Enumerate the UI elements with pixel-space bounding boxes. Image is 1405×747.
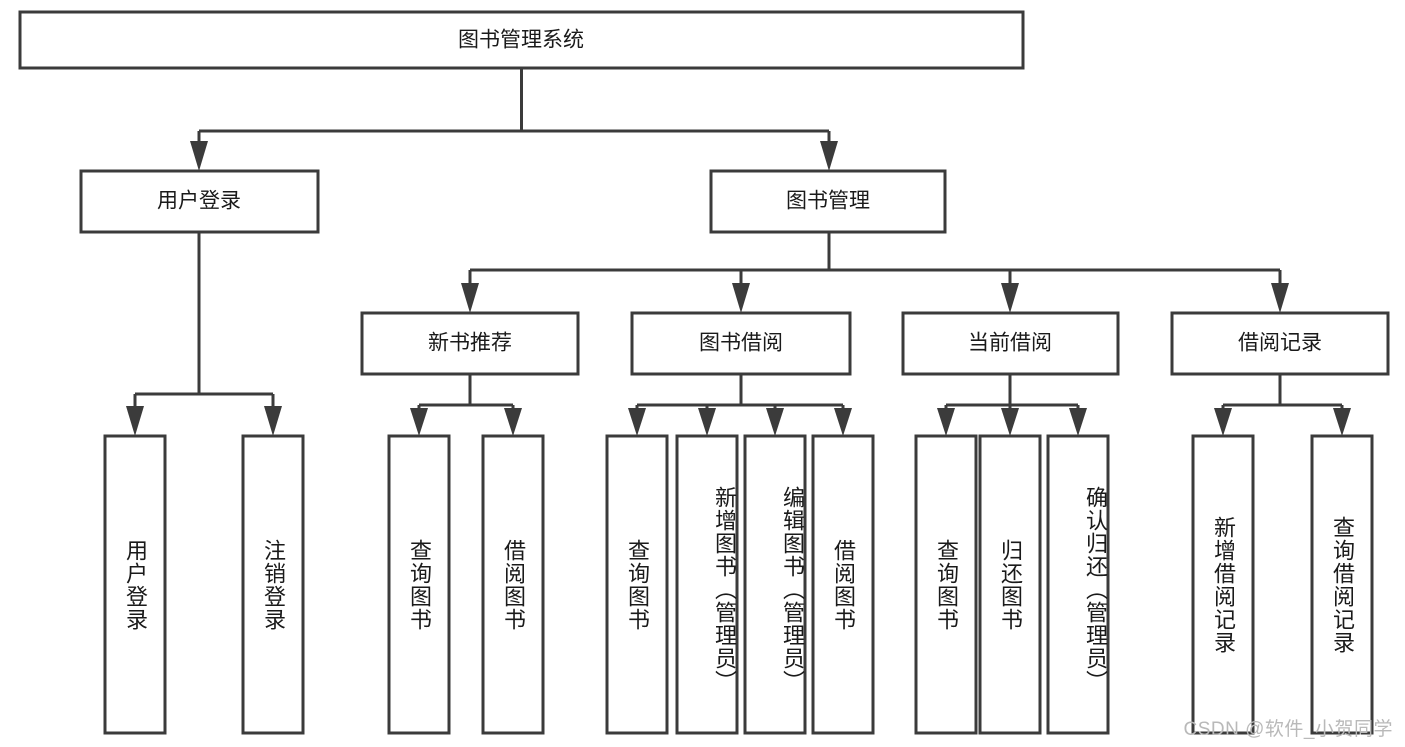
leaf-box-user-login-2[interactable]	[241, 434, 305, 735]
node-book-borrow-label: 图书借阅	[699, 332, 783, 355]
arrowhead-recommend-leaf-1	[410, 408, 428, 436]
leaf-box-borrow-1[interactable]	[605, 434, 669, 735]
arrowhead-borrow-leaf-1	[628, 408, 646, 436]
connector-layer	[126, 68, 1351, 436]
horizontal-label-layer: 图书管理系统 用户登录 图书管理 新书推荐 图书借阅 当前借阅 借阅记录	[157, 29, 1322, 355]
node-book-manage-box[interactable]	[709, 169, 947, 234]
node-current-borrow-label: 当前借阅	[968, 332, 1052, 355]
arrowhead-borrow-leaf-4	[834, 408, 852, 436]
leaf-box-current-1[interactable]	[914, 434, 978, 735]
csdn-watermark: CSDN @软件_小贺同学	[1183, 719, 1393, 740]
arrowhead-book-manage	[820, 141, 838, 171]
arrowhead-current-borrow	[1001, 283, 1019, 313]
leaf-box-borrow-3[interactable]	[743, 434, 807, 735]
leaf-box-current-3[interactable]	[1046, 434, 1110, 735]
node-borrow-record-box[interactable]	[1170, 311, 1390, 376]
node-current-borrow-box[interactable]	[901, 311, 1120, 376]
arrowhead-new-book-recommend	[461, 283, 479, 313]
node-book-manage-label: 图书管理	[786, 190, 870, 213]
leaf-box-recommend-1[interactable]	[387, 434, 451, 735]
node-root-box[interactable]	[18, 10, 1025, 70]
node-root-label: 图书管理系统	[458, 29, 584, 52]
arrowhead-current-leaf-1	[937, 408, 955, 436]
arrowhead-current-leaf-2	[1001, 408, 1019, 436]
node-book-borrow-box[interactable]	[630, 311, 852, 376]
arrowhead-recommend-leaf-2	[504, 408, 522, 436]
node-user-login-box[interactable]	[79, 169, 320, 234]
arrowhead-borrow-record	[1271, 283, 1289, 313]
arrowhead-leaf-user-login	[126, 406, 144, 436]
arrowhead-borrow-leaf-3	[766, 408, 784, 436]
node-box-layer	[18, 10, 1390, 735]
arrowhead-borrow-leaf-2	[698, 408, 716, 436]
arrowhead-record-leaf-1	[1214, 408, 1232, 436]
arrowhead-current-leaf-3	[1069, 408, 1087, 436]
arrowhead-book-borrow	[732, 283, 750, 313]
leaf-box-record-1[interactable]	[1191, 434, 1255, 735]
arrowhead-leaf-logout	[264, 406, 282, 436]
leaf-box-recommend-2[interactable]	[481, 434, 545, 735]
node-new-book-recommend-label: 新书推荐	[428, 332, 512, 355]
arrowhead-user-login	[190, 141, 208, 171]
node-borrow-record-label: 借阅记录	[1238, 332, 1322, 355]
leaf-box-current-2[interactable]	[978, 434, 1042, 735]
node-user-login-label: 用户登录	[157, 190, 241, 213]
arrowhead-record-leaf-2	[1333, 408, 1351, 436]
leaf-box-user-login-1[interactable]	[103, 434, 167, 735]
leaf-box-record-2[interactable]	[1310, 434, 1374, 735]
leaf-box-borrow-2[interactable]	[675, 434, 739, 735]
leaf-box-borrow-4[interactable]	[811, 434, 875, 735]
node-new-book-recommend-box[interactable]	[360, 311, 580, 376]
